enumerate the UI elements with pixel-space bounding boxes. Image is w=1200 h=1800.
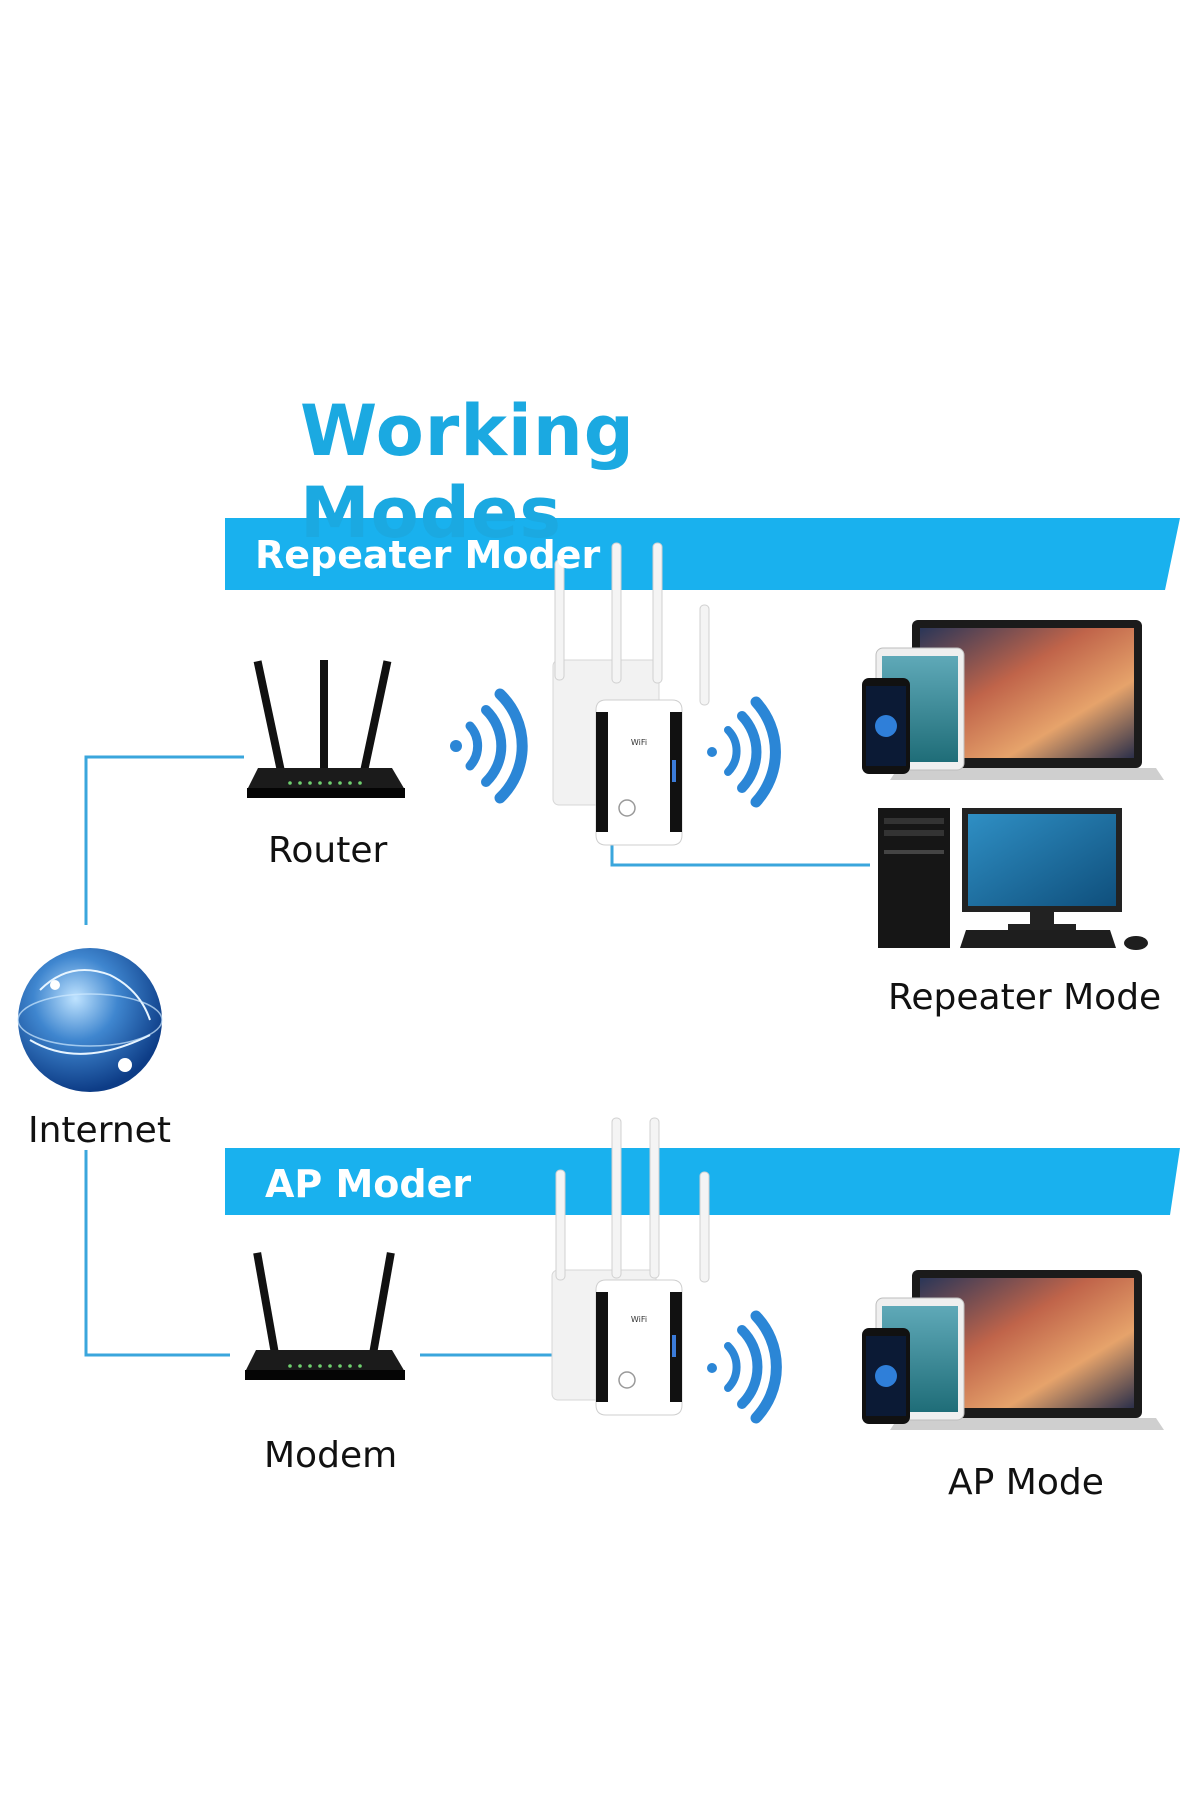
internet-node [17,948,163,1092]
repeater-section: WiFi [84,518,1180,950]
router-label: Router [268,830,388,871]
phone-icon [862,1328,910,1424]
repeater-icon: WiFi [551,1117,710,1416]
ap-section: WiFi [84,1117,1180,1430]
wifi-waves-icon [707,696,781,808]
phone-icon [862,678,910,774]
internet-router-line [84,755,244,925]
page-title: Working Modes [300,390,635,554]
repeater-icon: WiFi [552,542,710,846]
router-icon [247,660,405,798]
repeater-mode-label: Repeater Mode [888,977,1162,1018]
wifi-waves-icon [450,688,528,804]
ap-band-label: AP Moder [265,1162,472,1206]
svg-text:WiFi: WiFi [631,738,647,747]
svg-text:WiFi: WiFi [631,1315,647,1324]
desktop-pc-icon [878,808,1148,950]
modem-label: Modem [264,1435,398,1476]
laptop-icon [890,620,1164,780]
globe-icon [17,948,163,1092]
modem-icon [245,1252,405,1380]
internet-modem-line [84,1150,230,1357]
internet-label: Internet [28,1110,171,1151]
repeater-band-label: Repeater Moder [255,533,601,577]
repeater-band [225,518,1180,590]
ap-mode-label: AP Mode [948,1462,1104,1503]
wifi-waves-icon [707,1310,782,1424]
